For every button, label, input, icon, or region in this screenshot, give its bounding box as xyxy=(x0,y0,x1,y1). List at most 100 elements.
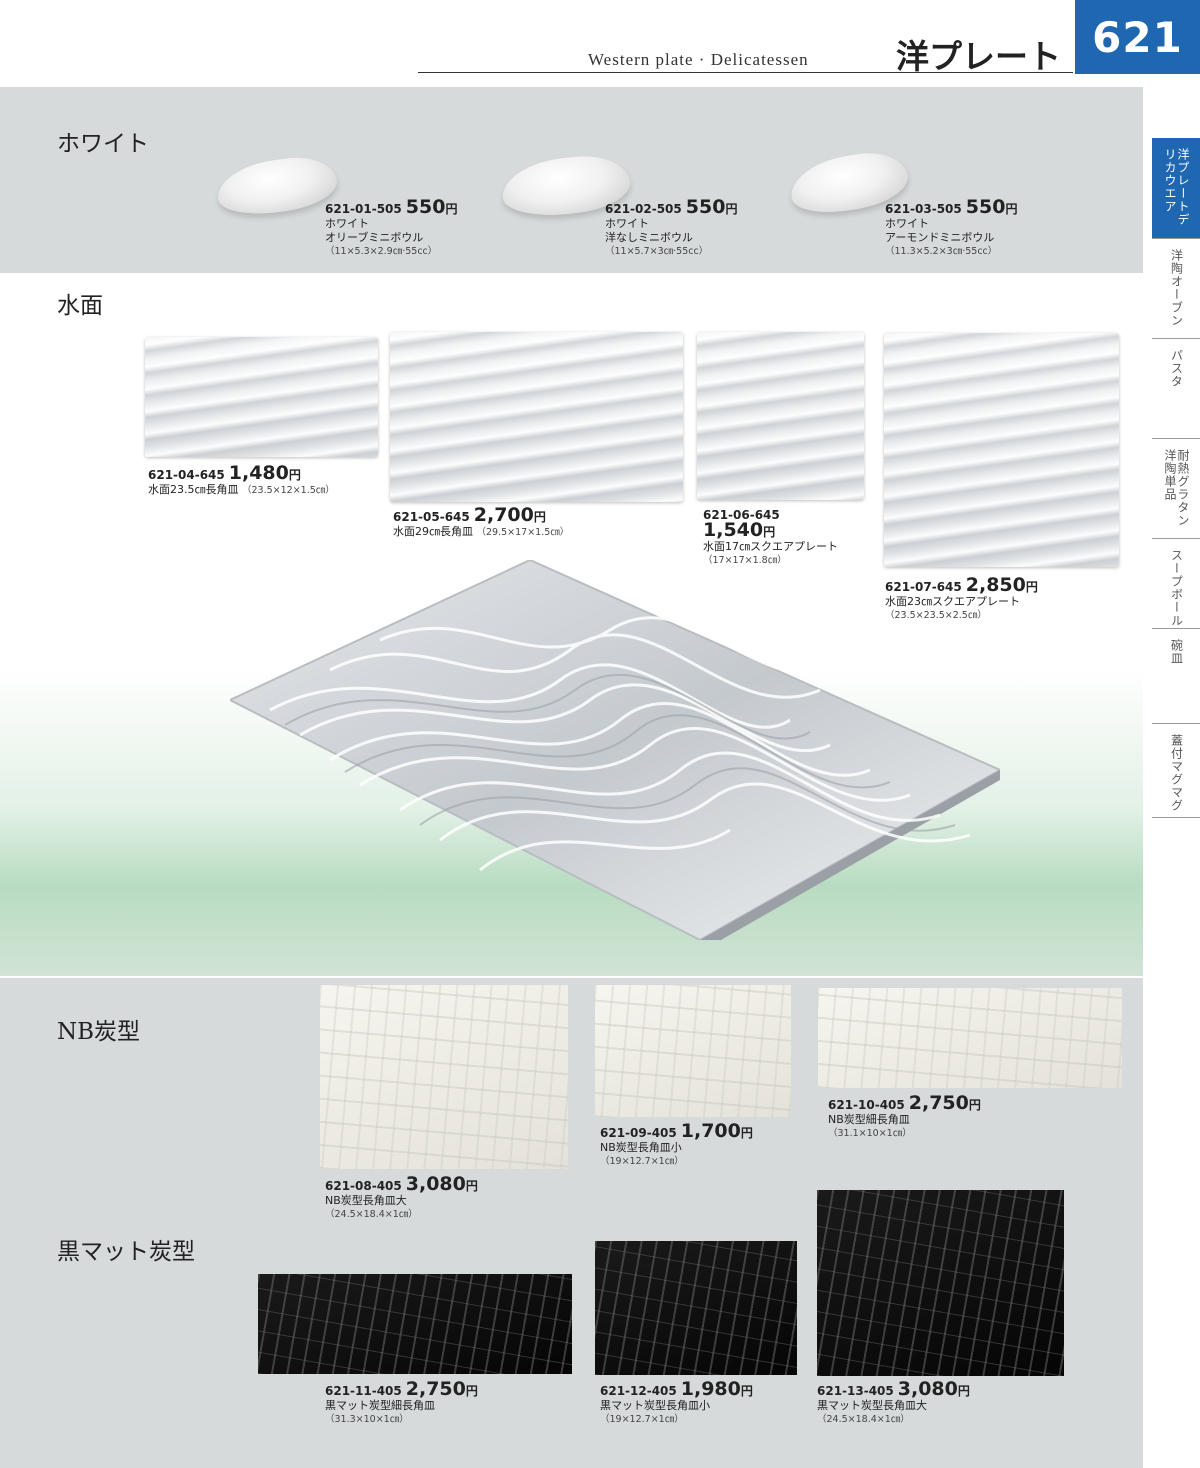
product-price: 3,080 xyxy=(897,1378,958,1400)
product-size: （19×12.7×1㎝） xyxy=(600,1414,684,1425)
product-code: 621-04-645 xyxy=(148,468,225,482)
section-title-suimen: 水面 xyxy=(57,293,103,319)
product-size: （29.5×17×1.5㎝） xyxy=(476,527,570,538)
hero-plate-image xyxy=(230,560,1000,940)
product-name: NB炭型長角皿小 xyxy=(600,1141,682,1154)
yen-unit: 円 xyxy=(763,525,776,539)
product-size: （17×17×1.8㎝） xyxy=(703,555,787,566)
product-code: 621-09-405 xyxy=(600,1126,677,1140)
product-line1: ホワイト xyxy=(885,217,929,230)
product-line1: ホワイト xyxy=(325,217,369,230)
side-tab-western-plate[interactable]: 洋プレートデリカウエア xyxy=(1152,138,1200,238)
product-image-black-small xyxy=(595,1241,797,1375)
product-code: 621-02-505 xyxy=(605,202,682,216)
product-size: （11×5.7×3㎝·55cc） xyxy=(605,246,709,257)
side-tab-label: 耐熱グラタン洋陶単品 xyxy=(1163,449,1190,527)
yen-unit: 円 xyxy=(1005,202,1018,216)
product-image-suimen-23sq xyxy=(884,333,1119,567)
product-name: 水面29㎝長角皿 xyxy=(393,525,473,538)
product-code: 621-13-405 xyxy=(817,1384,894,1398)
product-code: 621-01-505 xyxy=(325,202,402,216)
product-price: 1,540 xyxy=(703,519,764,541)
side-tab-pasta[interactable]: パスタ xyxy=(1152,338,1200,438)
product-line1: ホワイト xyxy=(605,217,649,230)
product-name: 黒マット炭型長角皿大 xyxy=(817,1399,927,1412)
product-price: 1,480 xyxy=(228,462,289,484)
side-tab-label: 碗皿 xyxy=(1169,639,1184,665)
product-image-suimen-29cm xyxy=(390,332,683,502)
product-name: 黒マット炭型細長角皿 xyxy=(325,1399,435,1412)
product-image-nb-large xyxy=(320,985,568,1169)
yen-unit: 円 xyxy=(1025,580,1038,594)
product-image-black-large xyxy=(817,1190,1064,1376)
product-image-black-slim xyxy=(258,1274,572,1374)
product-code: 621-11-405 xyxy=(325,1384,402,1398)
product-size: （31.3×10×1㎝） xyxy=(325,1414,409,1425)
product-image-suimen-23cm xyxy=(145,337,378,457)
product-image-suimen-17sq xyxy=(697,332,864,500)
product-name: 水面23㎝スクエアプレート xyxy=(885,595,1020,608)
product-size: （24.5×18.4×1㎝） xyxy=(325,1209,418,1220)
section-title-nb: NB炭型 xyxy=(57,1019,141,1045)
yen-unit: 円 xyxy=(725,202,738,216)
product-name: アーモンドミニボウル xyxy=(885,231,995,244)
product-name: NB炭型長角皿大 xyxy=(325,1194,407,1207)
product-price: 2,750 xyxy=(405,1378,466,1400)
product-size: （23.5×12×1.5㎝） xyxy=(242,485,335,496)
side-tab-gratin[interactable]: 耐熱グラタン洋陶単品 xyxy=(1152,438,1200,538)
side-tab-mug[interactable]: 蓋付マグマグ xyxy=(1152,723,1200,818)
side-tab-bowl-plate[interactable]: 碗皿 xyxy=(1152,628,1200,723)
product-price: 550 xyxy=(965,196,1006,218)
product-price: 3,080 xyxy=(405,1173,466,1195)
product-name: 水面17㎝スクエアプレート xyxy=(703,540,838,553)
product-image-nb-slim xyxy=(818,988,1122,1088)
product-size: （24.5×18.4×1㎝） xyxy=(817,1414,910,1425)
side-tab-soup-bowl[interactable]: スープボール xyxy=(1152,538,1200,628)
yen-unit: 円 xyxy=(533,510,546,524)
side-tab-label: パスタ xyxy=(1169,349,1184,388)
product-label: 621-06-645 1,540円 水面17㎝スクエアプレート （17×17×1… xyxy=(703,508,838,568)
product-name: 水面23.5㎝長角皿 xyxy=(148,483,239,496)
yen-unit: 円 xyxy=(465,1179,478,1193)
product-code: 621-07-645 xyxy=(885,580,962,594)
side-tab-label: スープボール xyxy=(1169,549,1184,627)
product-code: 621-10-405 xyxy=(828,1098,905,1112)
yen-unit: 円 xyxy=(957,1384,970,1398)
product-code: 621-05-645 xyxy=(393,510,470,524)
yen-unit: 円 xyxy=(740,1126,753,1140)
yen-unit: 円 xyxy=(968,1098,981,1112)
product-name: NB炭型細長角皿 xyxy=(828,1113,910,1126)
yen-unit: 円 xyxy=(465,1384,478,1398)
side-tab-oven[interactable]: 洋陶オーブン xyxy=(1152,238,1200,338)
product-name: オリーブミニボウル xyxy=(325,231,424,244)
product-name: 黒マット炭型長角皿小 xyxy=(600,1399,710,1412)
product-price: 1,700 xyxy=(680,1120,741,1142)
product-price: 1,980 xyxy=(680,1378,741,1400)
product-name: 洋なしミニボウル xyxy=(605,231,693,244)
product-code: 621-08-405 xyxy=(325,1179,402,1193)
product-code: 621-12-405 xyxy=(600,1384,677,1398)
product-size: （31.1×10×1㎝） xyxy=(828,1128,912,1139)
product-code: 621-03-505 xyxy=(885,202,962,216)
page-number: 621 xyxy=(1075,0,1200,74)
product-price: 2,700 xyxy=(473,504,534,526)
header-title: 洋プレート xyxy=(896,37,1061,76)
product-price: 550 xyxy=(405,196,446,218)
product-size: （11.3×5.2×3㎝·55cc） xyxy=(885,246,998,257)
header-subtitle: Western plate · Delicatessen xyxy=(588,50,809,69)
yen-unit: 円 xyxy=(740,1384,753,1398)
product-size: （23.5×23.5×2.5㎝） xyxy=(885,610,987,621)
section-title-white: ホワイト xyxy=(57,131,149,157)
side-tab-label: 洋陶オーブン xyxy=(1169,249,1184,327)
section-title-black: 黒マット炭型 xyxy=(57,1239,195,1265)
side-tab-label: 洋プレートデリカウエア xyxy=(1163,148,1190,226)
product-code: 621-06-645 xyxy=(703,508,780,522)
header-rule xyxy=(418,72,1073,73)
